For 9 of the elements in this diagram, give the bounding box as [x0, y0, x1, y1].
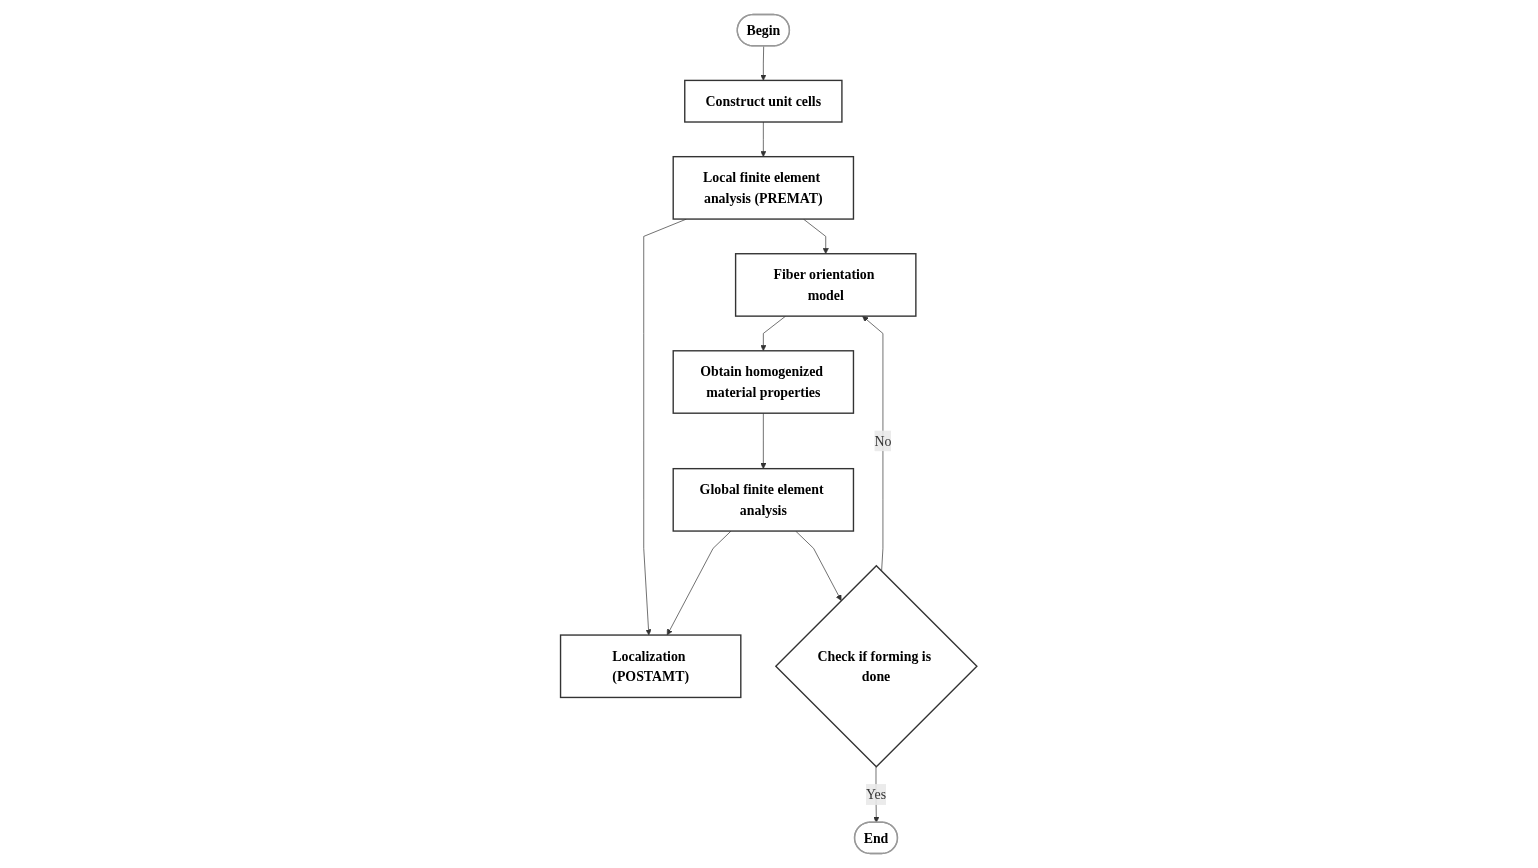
node-box: Obtain homogenized material properties: [672, 350, 855, 414]
node-diamond: Check if forming is done: [775, 564, 979, 768]
edge-label: Yes: [866, 786, 887, 803]
node-box: Fiber orientation model: [735, 253, 917, 317]
node-box: Localization (POSTAMT): [560, 634, 742, 699]
node-box: Global finite element analysis: [672, 467, 855, 532]
node-box: Construct unit cells: [684, 79, 843, 123]
edge-label: No: [874, 433, 892, 449]
node-box: Local finite element analysis (PREMAT): [672, 155, 855, 220]
